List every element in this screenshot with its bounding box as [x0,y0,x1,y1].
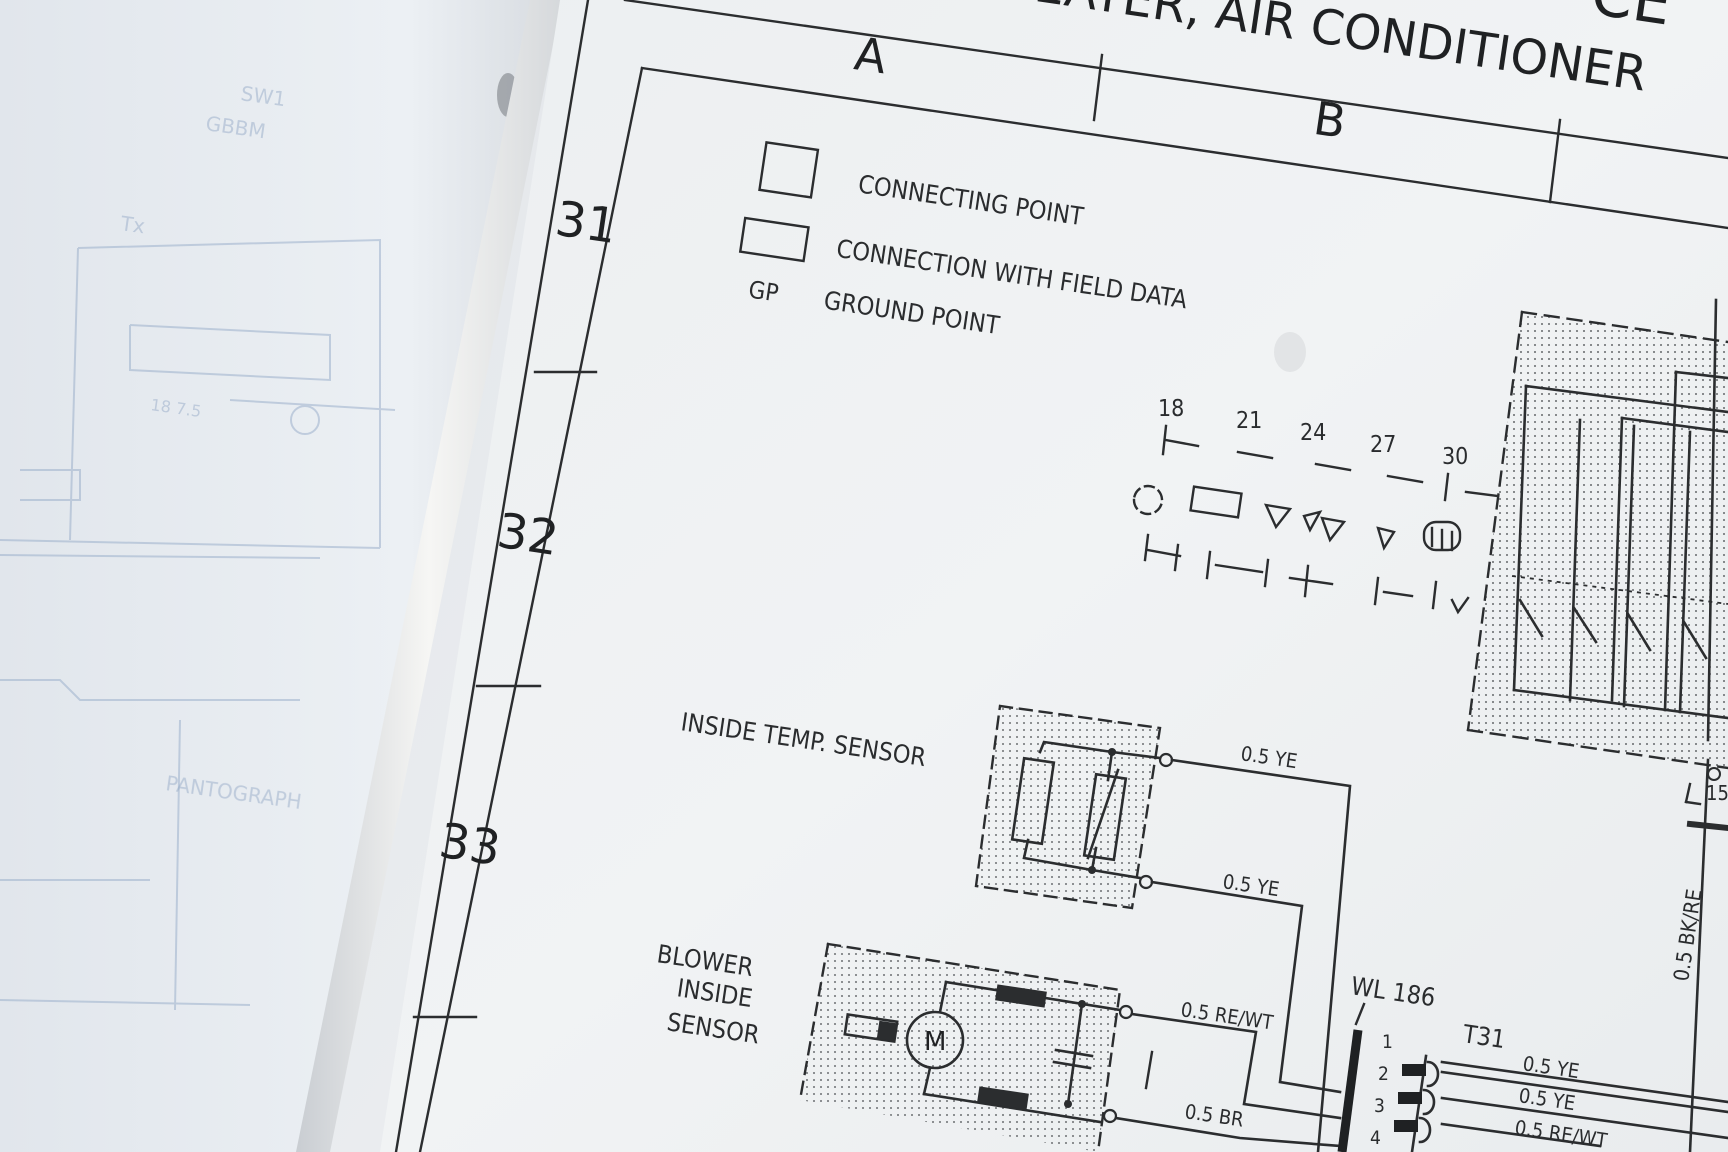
left-page [0,0,545,1152]
field-number-24: 24 [1300,420,1326,446]
page-smudge [1274,332,1306,372]
pin-2: 2 [1378,1063,1389,1085]
field-data-symbol [738,216,810,263]
motor-symbol: M [924,1027,946,1057]
field-number-27: 27 [1370,432,1396,458]
connector-t-label: T31 [1460,1019,1507,1054]
pin-15: 15 [1706,781,1728,805]
right-page [380,0,1728,1152]
column-label-b: B [1310,91,1349,149]
diagram-frame [394,0,1728,1152]
control-unit: 15 [1466,298,1728,1152]
legend-gp-abbr: GP [747,275,781,307]
row-label-33: 33 [436,813,505,877]
field-number-21: 21 [1236,408,1262,434]
pin-4: 4 [1370,1127,1381,1149]
field-number-18: 18 [1158,396,1184,422]
ghost-label-tx: Tx [118,211,146,238]
wires [1114,758,1728,1152]
field-symbols: 18 21 24 27 30 [1132,396,1500,615]
connector-t31: T31 [1394,1019,1507,1152]
row-labels: 31 32 33 [436,191,621,877]
row-label-32: 32 [494,503,563,567]
connecting-point-symbol [758,140,820,199]
pin-1: 1 [1382,1031,1393,1053]
page-gutter [296,0,562,1152]
row-label-31: 31 [552,191,621,255]
pin-3: 3 [1374,1095,1385,1117]
ghost-diagram [0,238,396,1011]
field-number-30: 30 [1442,444,1468,470]
